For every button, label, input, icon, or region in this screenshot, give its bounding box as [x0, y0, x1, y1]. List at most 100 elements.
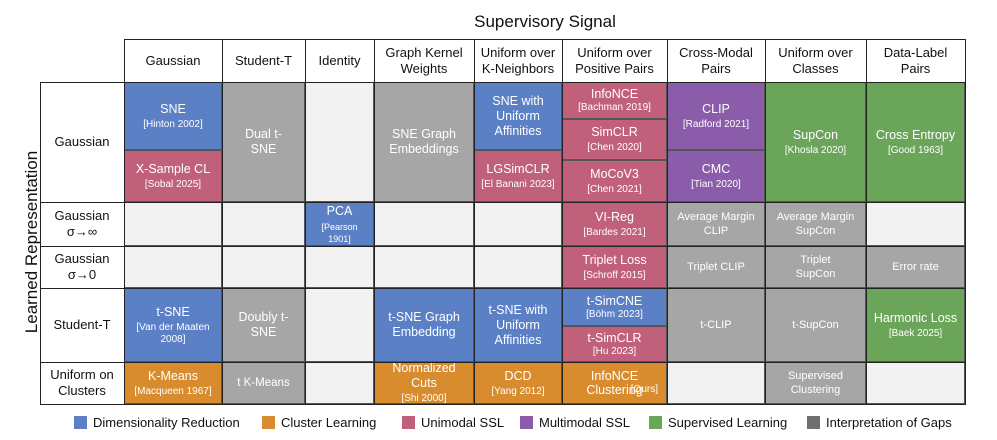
cell-title: Triplet CLIP	[687, 260, 745, 273]
grid-line	[562, 39, 563, 405]
cell-empty	[866, 362, 965, 404]
cell-citation: [Khosla 2020]	[784, 144, 847, 156]
cell-tsne: t-SNE [Van der Maaten 2008]	[124, 288, 222, 362]
cell-title: Normalized Cuts	[392, 361, 456, 390]
cell-title: DCD	[504, 368, 532, 383]
cell-dcd: DCD [Yang 2012]	[474, 362, 562, 404]
grid-line	[40, 404, 966, 405]
legend-interpretation-of-gaps: Interpretation of Gaps	[807, 415, 952, 430]
cell-cross-entropy: Cross Entropy [Good 1963]	[866, 82, 965, 202]
legend-label: Supervised Learning	[668, 415, 788, 430]
cell-t-kmeans: t K-Means	[222, 362, 305, 404]
cell-title: LGSimCLR	[486, 161, 550, 176]
cell-citation: [Schroff 2015]	[583, 269, 646, 281]
cell-harmonic-loss: Harmonic Loss [Baek 2025]	[866, 288, 965, 362]
cell-title: CMC	[701, 161, 731, 176]
cell-citation: [Shi 2000]	[401, 393, 447, 404]
legend-swatch	[74, 416, 87, 429]
col-header-gaussian: Gaussian	[145, 53, 201, 68]
cell-x-sample-cl: X-Sample CL [Sobal 2025]	[124, 150, 222, 202]
grid-line	[40, 82, 966, 83]
col-header-positive-pairs: Uniform over Positive Pairs	[575, 45, 654, 76]
cell-error-rate: Error rate	[866, 246, 965, 288]
col-header-student-t: Student-T	[234, 53, 293, 68]
col-header-graph-kernel: Graph Kernel Weights	[385, 45, 463, 76]
cell-empty	[305, 82, 374, 202]
cell-title: InfoNCE	[590, 87, 639, 101]
legend-swatch	[520, 416, 533, 429]
cell-tsne-uniform: t-SNE with Uniform Affinities	[474, 288, 562, 362]
cell-average-margin-clip: Average Margin CLIP	[667, 202, 765, 246]
diagram-title: Supervisory Signal	[474, 12, 616, 31]
cell-sne-graph-embeddings: SNE Graph Embeddings	[374, 82, 474, 202]
cell-citation: [Tian 2020]	[691, 178, 741, 190]
legend-cluster-learning: Cluster Learning	[262, 415, 376, 430]
cell-triplet-clip: Triplet CLIP	[667, 246, 765, 288]
cell-title: PCA	[326, 203, 353, 218]
grid-line	[765, 39, 766, 405]
grid-line	[40, 288, 966, 289]
cell-empty	[474, 246, 562, 288]
cell-lgsimclr: LGSimCLR [El Banani 2023]	[474, 150, 562, 202]
cell-citation: [Sobal 2025]	[144, 178, 202, 190]
cell-mocov3: MoCoV3 [Chen 2021]	[562, 160, 667, 202]
cell-triplet-supcon: Triplet SupCon	[765, 246, 866, 288]
cell-title: t K-Means	[237, 376, 290, 389]
cell-title: t-SupCon	[792, 318, 839, 331]
cell-empty	[305, 362, 374, 404]
cell-title: SNE with Uniform Affinities	[492, 93, 544, 138]
cell-title: SimCLR	[591, 125, 638, 139]
cell-title: SNE Graph Embeddings	[389, 127, 459, 156]
cell-infonce: InfoNCE [Bachman 2019]	[562, 82, 667, 119]
grid-line	[305, 39, 306, 405]
cell-empty	[667, 362, 765, 404]
grid-line	[374, 39, 375, 405]
cell-t-supcon: t-SupCon	[765, 288, 866, 362]
cell-empty	[866, 202, 965, 246]
cell-supervised-clustering: Supervised Clustering	[765, 362, 866, 404]
cell-title: t-SNE with Uniform Affinities	[488, 302, 548, 347]
legend-swatch	[807, 416, 820, 429]
row-label-student-t: Student-T	[53, 317, 111, 332]
legend-swatch	[649, 416, 662, 429]
cell-infonce-clustering: InfoNCE Clustering [Ours]	[562, 362, 667, 404]
cell-title: X-Sample CL	[135, 161, 211, 176]
cell-doubly-tsne: Doubly t-SNE	[222, 288, 305, 362]
cell-title: Doubly t-SNE	[238, 310, 289, 339]
cell-title: t-SNE	[156, 304, 190, 319]
cell-clip: CLIP [Radford 2021]	[667, 82, 765, 150]
col-header-cross-modal: Cross-Modal Pairs	[679, 45, 753, 76]
row-label-gaussian-zero: Gaussian σ→0	[54, 251, 110, 282]
cell-title: K-Means	[147, 368, 199, 383]
cell-simclr: SimCLR [Chen 2020]	[562, 119, 667, 160]
grid-line	[40, 202, 966, 203]
col-header-classes: Uniform over Classes	[778, 45, 853, 76]
cell-title: Triplet Loss	[582, 252, 647, 267]
cell-title: SNE	[160, 101, 186, 116]
cell-sne: SNE [Hinton 2002]	[124, 82, 222, 150]
cell-empty	[374, 202, 474, 246]
cell-average-margin-supcon: Average Margin SupCon	[765, 202, 866, 246]
cell-title: Triplet SupCon	[795, 254, 836, 280]
cell-empty	[374, 246, 474, 288]
cell-citation: [Böhm 2023]	[586, 308, 643, 320]
cell-citation: [Pearson 1901]	[321, 221, 358, 244]
row-label-uniform-clusters: Uniform on Clusters	[50, 367, 114, 398]
cell-title: Supervised Clustering	[787, 370, 844, 396]
cell-title: t-CLIP	[700, 318, 732, 331]
cell-title: t-SimCLR	[587, 330, 642, 345]
cell-triplet-loss: Triplet Loss [Schroff 2015]	[562, 246, 667, 288]
cell-empty	[124, 202, 222, 246]
row-label-gaussian-inf: Gaussian σ→∞	[54, 208, 110, 239]
cell-citation: [El Banani 2023]	[481, 178, 555, 190]
cell-citation: [Yang 2012]	[491, 385, 545, 397]
grid-line	[866, 39, 867, 405]
cell-pca: PCA [Pearson 1901]	[305, 202, 374, 246]
cell-kmeans: K-Means [Macqueen 1967]	[124, 362, 222, 404]
cell-citation: [Ours]	[630, 384, 658, 395]
cell-citation: [Macqueen 1967]	[134, 385, 212, 397]
grid-line	[40, 362, 966, 363]
cell-supcon: SupCon [Khosla 2020]	[765, 82, 866, 202]
cell-title: Dual t-SNE	[245, 127, 282, 156]
cell-empty	[305, 246, 374, 288]
